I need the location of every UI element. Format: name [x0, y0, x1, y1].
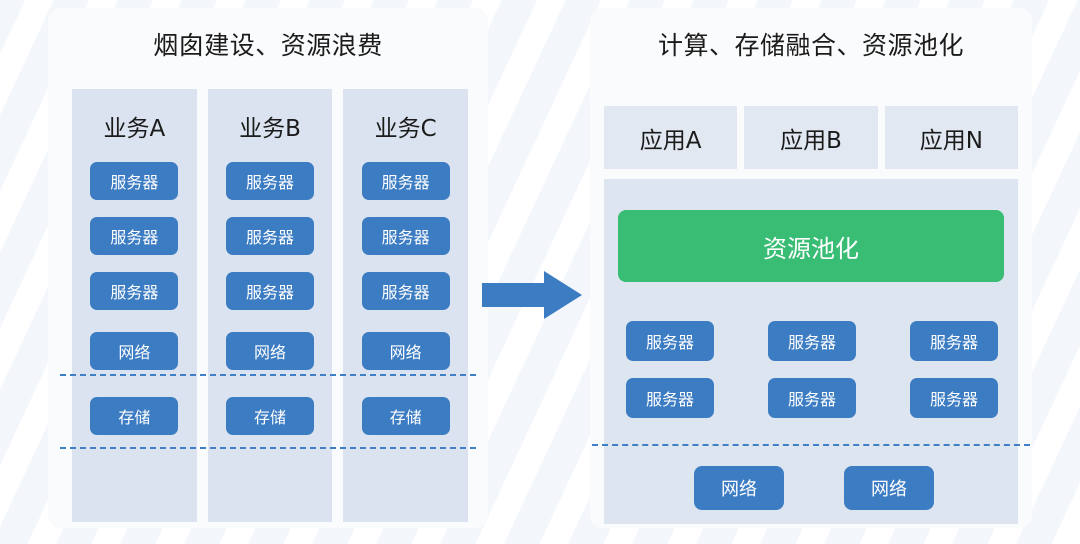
- business-column-a[interactable]: 业务A 服务器 服务器 服务器 网络 存储: [72, 89, 197, 522]
- server-chip[interactable]: 服务器: [90, 162, 179, 200]
- storage-chip[interactable]: 存储: [90, 397, 179, 435]
- server-chip[interactable]: 服务器: [910, 378, 998, 418]
- network-chip[interactable]: 网络: [694, 466, 784, 510]
- network-chip[interactable]: 网络: [844, 466, 934, 510]
- transition-arrow-icon: [482, 271, 582, 319]
- business-column-a-header: 业务A: [103, 115, 166, 142]
- pooled-network-row: 网络 网络: [694, 466, 934, 510]
- app-box-a[interactable]: 应用A: [604, 106, 738, 169]
- server-chip[interactable]: 服务器: [768, 321, 856, 361]
- pooled-server-row: 服务器 服务器 服务器: [626, 378, 998, 418]
- network-chip[interactable]: 网络: [226, 332, 314, 370]
- server-chip[interactable]: 服务器: [226, 162, 314, 200]
- server-chip[interactable]: 服务器: [910, 321, 998, 361]
- pooled-server-row: 服务器 服务器 服务器: [626, 321, 998, 361]
- server-chip[interactable]: 服务器: [361, 272, 450, 310]
- server-chip[interactable]: 服务器: [226, 272, 314, 310]
- resource-pool-container: 资源池化 服务器 服务器 服务器 服务器 服务器 服务器 网络 网络: [592, 179, 1030, 524]
- server-chip[interactable]: 服务器: [226, 217, 314, 255]
- network-chip[interactable]: 网络: [361, 332, 450, 370]
- application-row: 应用A 应用B 应用N: [604, 106, 1018, 169]
- server-chip[interactable]: 服务器: [90, 217, 179, 255]
- business-column-b-servers: 服务器 服务器 服务器: [226, 162, 314, 310]
- server-chip[interactable]: 服务器: [361, 217, 450, 255]
- storage-chip[interactable]: 存储: [361, 397, 450, 435]
- storage-divider-line: [60, 447, 476, 449]
- network-divider-line: [60, 374, 476, 376]
- app-box-n[interactable]: 应用N: [884, 106, 1018, 169]
- left-panel: 烟囱建设、资源浪费 业务A 服务器 服务器 服务器 网络 存储 业务B 服务器 …: [48, 8, 488, 528]
- resource-pool-bar[interactable]: 资源池化: [618, 210, 1004, 282]
- server-chip[interactable]: 服务器: [361, 162, 450, 200]
- server-chip[interactable]: 服务器: [768, 378, 856, 418]
- business-column-b[interactable]: 业务B 服务器 服务器 服务器 网络 存储: [207, 89, 333, 522]
- network-divider-line: [592, 444, 1030, 446]
- business-column-b-header: 业务B: [239, 115, 301, 142]
- business-column-c-header: 业务C: [374, 115, 437, 142]
- server-chip[interactable]: 服务器: [626, 378, 714, 418]
- business-column-c[interactable]: 业务C 服务器 服务器 服务器 网络 存储: [343, 89, 469, 522]
- server-chip[interactable]: 服务器: [90, 272, 179, 310]
- network-chip[interactable]: 网络: [90, 332, 179, 370]
- left-panel-title: 烟囱建设、资源浪费: [153, 31, 383, 60]
- business-columns: 业务A 服务器 服务器 服务器 网络 存储 业务B 服务器 服务器 服务器 网络…: [72, 89, 469, 522]
- app-box-b[interactable]: 应用B: [744, 106, 878, 169]
- storage-chip[interactable]: 存储: [226, 397, 314, 435]
- business-column-a-servers: 服务器 服务器 服务器: [90, 162, 179, 310]
- pooled-server-grid: 服务器 服务器 服务器 服务器 服务器 服务器: [626, 321, 998, 418]
- right-panel-title: 计算、存储融合、资源池化: [657, 31, 964, 60]
- business-column-c-servers: 服务器 服务器 服务器: [361, 162, 450, 310]
- server-chip[interactable]: 服务器: [626, 321, 714, 361]
- right-panel: 计算、存储融合、资源池化 应用A 应用B 应用N 资源池化 服务器 服务器 服务…: [590, 8, 1032, 528]
